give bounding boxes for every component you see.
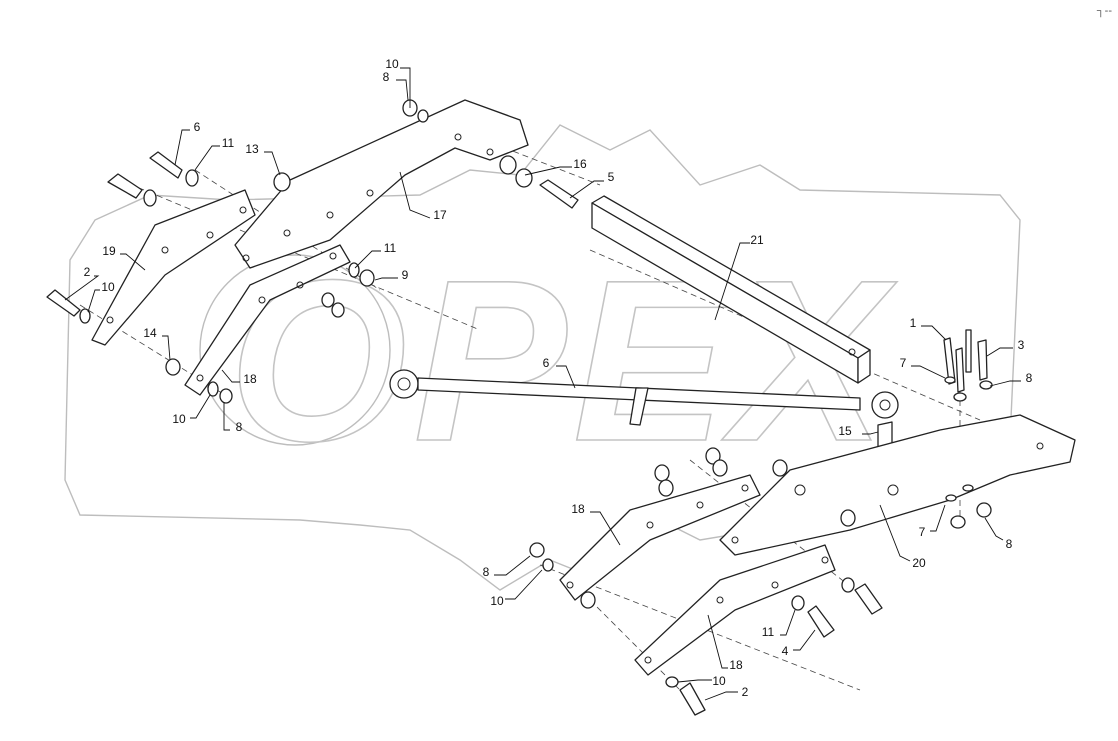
- watermark-letter-o: [199, 254, 391, 446]
- washer-7: [945, 494, 957, 502]
- callout-label-8: 8: [1026, 371, 1033, 385]
- bolt-5: [539, 179, 579, 209]
- nut: [321, 292, 335, 308]
- callout-label-6: 6: [543, 356, 550, 370]
- callout-label-6: 6: [194, 120, 201, 134]
- part-20-lower-arm: [719, 414, 1076, 556]
- callout-label-7: 7: [919, 525, 926, 539]
- nut-9: [359, 269, 375, 287]
- watermark-text: OPEX: [228, 232, 897, 489]
- nut-8: [976, 502, 992, 518]
- washer-10: [79, 308, 91, 324]
- washer: [962, 484, 974, 492]
- assembly-line: [119, 179, 481, 331]
- washer-10: [417, 109, 429, 123]
- bolt-1: [943, 337, 956, 385]
- washer: [953, 392, 967, 402]
- nut: [331, 302, 345, 318]
- callout-label-11: 11: [762, 625, 775, 639]
- bolt-2-lower: [679, 682, 706, 716]
- part-17-upper-arm: [234, 99, 529, 269]
- part-18-plate-right: [634, 544, 836, 676]
- callout-label-20: 20: [912, 556, 926, 570]
- callout-label-8: 8: [483, 565, 490, 579]
- callout-label-15: 15: [838, 424, 852, 438]
- washer-11: [185, 169, 199, 187]
- callout-label-11: 11: [384, 241, 397, 255]
- callout-label-8: 8: [236, 420, 243, 434]
- callout-label-1: 1: [910, 316, 917, 330]
- washer-10: [207, 381, 219, 397]
- washer-7: [944, 376, 956, 384]
- part-19-plate: [91, 189, 256, 346]
- callout-label-2: 2: [742, 685, 749, 699]
- callout-label-7: 7: [900, 356, 907, 370]
- callout-label-13: 13: [245, 142, 259, 156]
- callout-label-16: 16: [573, 157, 587, 171]
- bushing-14: [165, 358, 181, 376]
- callout-label-9: 9: [402, 268, 409, 282]
- nut-8: [219, 388, 233, 404]
- washer-11: [791, 595, 805, 611]
- bushing: [772, 459, 788, 477]
- washer-8: [979, 380, 993, 390]
- callout-label-18: 18: [729, 658, 743, 672]
- bushing-13: [273, 172, 291, 192]
- callout-label-10: 10: [101, 280, 115, 294]
- bolt-2: [46, 289, 81, 317]
- bolt-4: [807, 605, 835, 638]
- nut: [658, 479, 674, 497]
- callout-label-10: 10: [385, 57, 399, 71]
- nut-8: [529, 542, 545, 558]
- callout-label-18: 18: [571, 502, 585, 516]
- callout-label-10: 10: [172, 412, 186, 426]
- callout-label-21: 21: [750, 233, 764, 247]
- callout-label-3: 3: [1018, 338, 1025, 352]
- callout-label-5: 5: [608, 170, 615, 184]
- part-18-plate-left: [184, 244, 351, 396]
- bolt: [965, 329, 972, 373]
- part-18-plate-middle: [559, 474, 761, 601]
- callout-label-17: 17: [433, 208, 447, 222]
- hardware: [46, 99, 993, 716]
- bolt: [955, 347, 965, 393]
- callout-label-11: 11: [222, 136, 235, 150]
- callout-label-18: 18: [243, 372, 257, 386]
- callout-label-8: 8: [383, 70, 390, 84]
- bushing-16: [499, 155, 517, 175]
- bushing: [580, 591, 596, 609]
- watermark: OPEX: [64, 124, 1021, 591]
- callout-label-10: 10: [712, 674, 726, 688]
- callout-label-19: 19: [102, 244, 116, 258]
- part-6-top-link-rod: [389, 369, 899, 426]
- nut-7: [950, 515, 966, 529]
- nut: [654, 464, 670, 482]
- nut: [705, 447, 721, 465]
- bolt: [107, 173, 143, 199]
- part-21-square-tube: [591, 195, 871, 384]
- washer: [143, 189, 157, 207]
- nut: [712, 459, 728, 477]
- washer: [841, 577, 855, 593]
- leader-lines: [64, 67, 1021, 701]
- bushing-16: [515, 168, 533, 188]
- callout-label-8: 8: [1006, 537, 1013, 551]
- bolt-lower: [854, 583, 883, 615]
- assembly-line: [589, 599, 691, 701]
- bolt-3: [977, 339, 988, 381]
- bolt-6: [149, 151, 183, 179]
- callout-label-2: 2: [84, 265, 91, 279]
- corner-mark: ┐--: [1096, 5, 1112, 18]
- washer-10: [542, 558, 554, 572]
- bushing: [840, 509, 856, 527]
- washer-10: [665, 676, 679, 688]
- callout-label-14: 14: [143, 326, 157, 340]
- callout-label-10: 10: [490, 594, 504, 608]
- callout-label-4: 4: [782, 644, 789, 658]
